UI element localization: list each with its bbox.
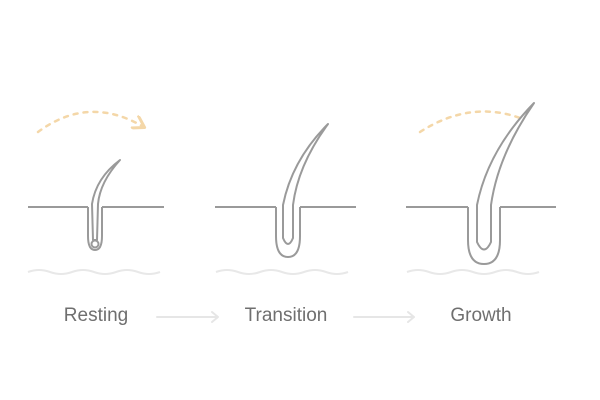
stage-label-growth: Growth [450,305,512,326]
growth-cycle-arc [418,110,522,134]
resting-wave [27,269,161,275]
stage-growth [406,102,556,275]
flow-arrow-1 [156,311,219,323]
resting-follicle [87,207,103,252]
stage-label-transition: Transition [244,305,328,326]
growth-hair-shaft [476,102,535,251]
stage-resting [27,110,164,275]
stage-label-resting: Resting [63,305,129,326]
resting-hair-shaft [91,159,121,241]
growth-follicle [467,207,501,266]
flow-arrow-2 [353,311,415,323]
transition-wave [215,269,349,275]
stage-transition [215,123,356,275]
resting-hair-bulb [90,239,100,249]
transition-follicle [275,207,301,259]
growth-wave [406,269,540,275]
transition-hair-shaft [282,123,329,245]
resting-cycle-arrow [36,110,142,134]
